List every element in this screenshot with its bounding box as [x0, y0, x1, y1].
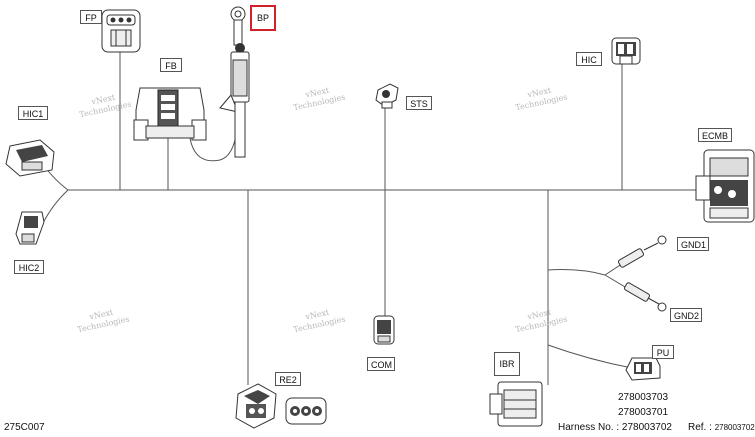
- hic2-branch: [41, 189, 69, 226]
- label-fb: FB: [160, 58, 182, 72]
- ref-value: 278003702: [714, 423, 755, 432]
- label-ibr: IBR: [494, 352, 520, 376]
- label-re2: RE2: [275, 372, 301, 386]
- ecmb-connector: [695, 149, 755, 223]
- bp-sensor: [219, 6, 250, 158]
- pu-connector: [625, 357, 661, 381]
- com-connector: [373, 315, 395, 345]
- sts-connector: [375, 83, 399, 109]
- label-gnd1: GND1: [677, 237, 709, 251]
- re2-mating-connector: [285, 397, 327, 425]
- harness-label: Harness No. :: [558, 422, 622, 433]
- ibr-connector: [489, 381, 543, 427]
- pu-branch: [547, 344, 633, 369]
- diagram-code: 275C007: [4, 422, 45, 433]
- hic-connector: [611, 37, 641, 65]
- fb-fusebox: [133, 87, 207, 141]
- ref-label: Ref. :: [688, 422, 715, 433]
- reference-number: Ref. : 278003702: [688, 422, 755, 433]
- label-hic2: HIC2: [14, 260, 44, 274]
- label-ecmb: ECMB: [698, 128, 732, 142]
- label-fp: FP: [80, 10, 102, 24]
- gnd-branch: [547, 269, 606, 276]
- label-gnd2: GND2: [670, 308, 702, 322]
- harness-number: Harness No. : 278003702: [558, 422, 672, 433]
- harness-value: 278003702: [621, 422, 672, 433]
- gnd2-terminal: [623, 282, 667, 312]
- part-number: 278003703: [618, 392, 669, 403]
- hic1-connector: [5, 139, 55, 177]
- label-pu: PU: [652, 345, 674, 359]
- label-hic1: HIC1: [18, 106, 48, 120]
- part-number: 278003701: [618, 407, 669, 418]
- hic2-connector: [15, 211, 45, 245]
- label-com: COM: [367, 357, 395, 371]
- label-bp-highlighted: BP: [250, 5, 276, 31]
- re2-connector: [235, 383, 277, 429]
- label-sts: STS: [406, 96, 432, 110]
- label-hic: HIC: [576, 52, 602, 66]
- fp-connector: [101, 9, 141, 53]
- gnd1-terminal: [617, 235, 667, 268]
